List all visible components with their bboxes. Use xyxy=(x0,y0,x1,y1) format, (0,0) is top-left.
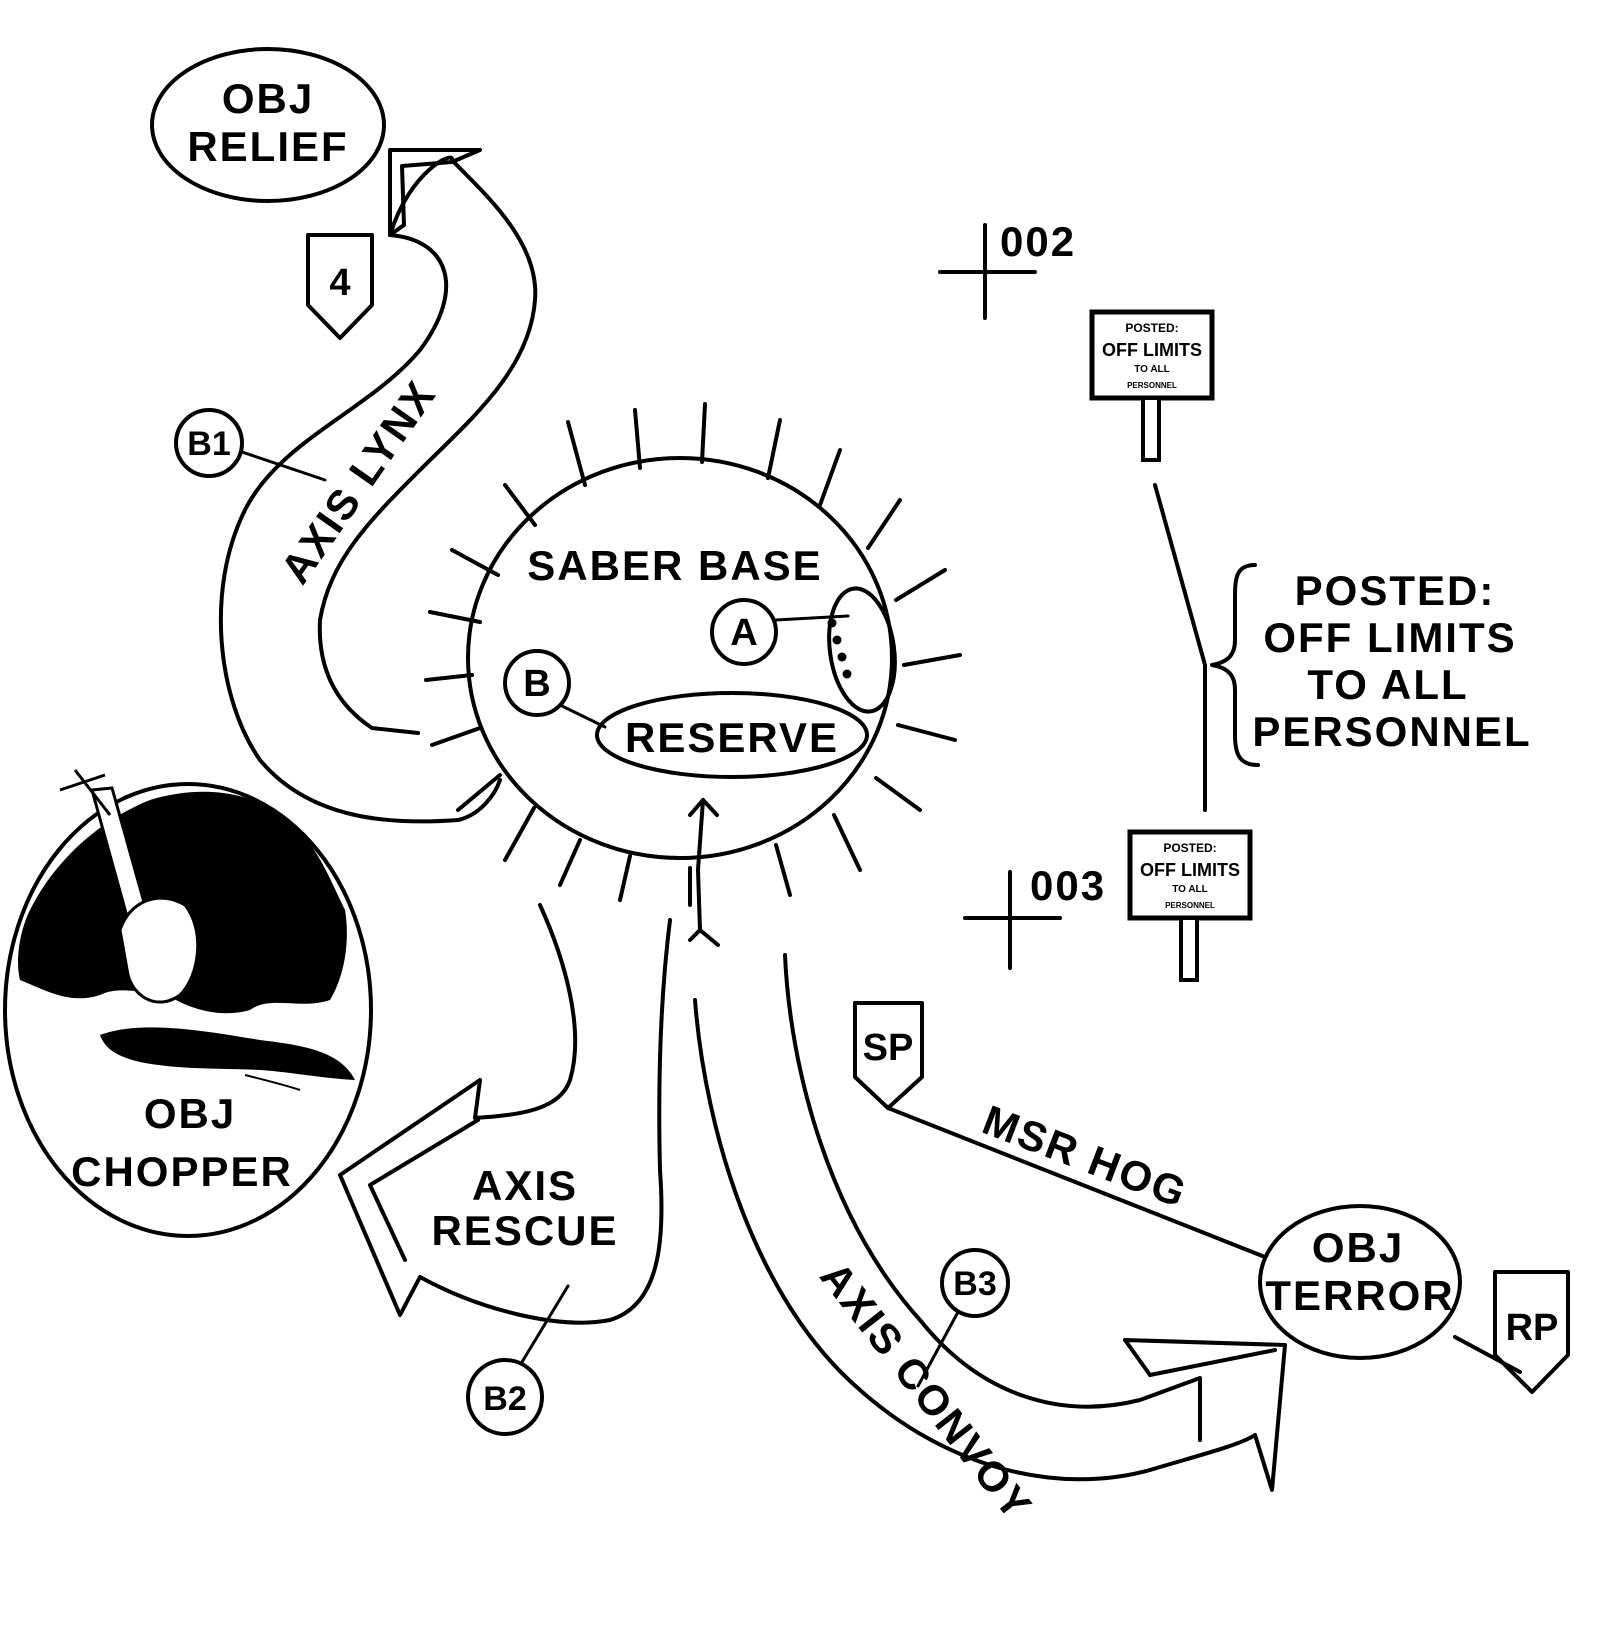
sign-upper-line1: POSTED: xyxy=(1125,321,1178,335)
callout-line2: OFF LIMITS xyxy=(1263,614,1516,661)
boundary-b2: B2 xyxy=(466,1284,570,1436)
objective-chopper-line1: OBJ xyxy=(144,1090,236,1137)
sign-lower-line3: TO ALL xyxy=(1172,884,1208,895)
sign-lower-line2: OFF LIMITS xyxy=(1140,860,1240,880)
circle-a-label: A xyxy=(730,612,757,654)
objective-terror-line2: TERROR xyxy=(1265,1272,1454,1319)
off-limits-sign-lower: POSTED: OFF LIMITS TO ALL PERSONNEL xyxy=(1127,829,1253,982)
saber-base-label: SABER BASE xyxy=(527,542,822,589)
axis-rescue-arrow: AXIS RESCUE xyxy=(338,903,672,1325)
circle-b-label: B xyxy=(523,663,550,705)
sign-lower-line1: POSTED: xyxy=(1163,841,1216,855)
saber-base: SABER BASE A B RESERVE xyxy=(424,402,962,947)
off-limits-boundary xyxy=(1153,483,1260,812)
release-point-marker: RP xyxy=(1453,1270,1570,1394)
boundary-b1: B1 xyxy=(174,408,327,482)
grid-reference-002: 002 xyxy=(938,218,1076,320)
axis-convoy-arrow: AXIS CONVOY xyxy=(693,953,1287,1529)
sign-upper-line3: TO ALL xyxy=(1134,364,1170,375)
sign-upper-line2: OFF LIMITS xyxy=(1102,340,1202,360)
release-point-label: RP xyxy=(1506,1307,1559,1349)
grid-reference-003: 003 xyxy=(963,862,1106,970)
objective-chopper: OBJ CHOPPER xyxy=(3,769,373,1238)
off-limits-callout: POSTED: OFF LIMITS TO ALL PERSONNEL xyxy=(1252,567,1531,755)
y-symbol xyxy=(688,798,720,947)
objective-chopper-line2: CHOPPER xyxy=(71,1148,293,1195)
boundary-b3-label: B3 xyxy=(953,1265,996,1303)
msr-hog-route: MSR HOG xyxy=(886,1096,1267,1259)
start-point-label: SP xyxy=(863,1027,914,1069)
objective-terror: OBJ TERROR xyxy=(1258,1204,1462,1360)
callout-line3: TO ALL xyxy=(1307,661,1468,708)
dotted-line xyxy=(827,618,852,679)
axis-rescue-line2: RESCUE xyxy=(431,1207,618,1254)
base-perimeter-ticks xyxy=(424,402,962,907)
callout-line4: PERSONNEL xyxy=(1252,708,1531,755)
helicopter-wreck-image xyxy=(18,769,355,1091)
checkpoint-4-marker: 4 xyxy=(306,233,374,340)
objective-relief-line1: OBJ xyxy=(222,75,314,122)
axis-lynx-arrow: AXIS LYNX xyxy=(218,148,538,824)
grid-002-label: 002 xyxy=(1000,218,1076,265)
start-point-marker: SP xyxy=(853,1001,924,1110)
callout-line1: POSTED: xyxy=(1295,567,1496,614)
axis-rescue-line1: AXIS xyxy=(472,1162,578,1209)
off-limits-sign-upper: POSTED: OFF LIMITS TO ALL PERSONNEL xyxy=(1089,309,1215,462)
grid-003-label: 003 xyxy=(1030,862,1106,909)
reserve-label: RESERVE xyxy=(625,714,839,761)
sign-upper-line4: PERSONNEL xyxy=(1127,381,1177,390)
sign-lower-line4: PERSONNEL xyxy=(1165,901,1215,910)
boundary-b1-label: B1 xyxy=(187,425,230,463)
objective-relief: OBJ RELIEF xyxy=(150,47,386,203)
objective-relief-line2: RELIEF xyxy=(187,123,348,170)
boundary-b3: B3 xyxy=(916,1248,1010,1388)
boundary-b2-label: B2 xyxy=(483,1380,526,1418)
checkpoint-4-label: 4 xyxy=(329,262,350,304)
objective-terror-line1: OBJ xyxy=(1312,1224,1404,1271)
